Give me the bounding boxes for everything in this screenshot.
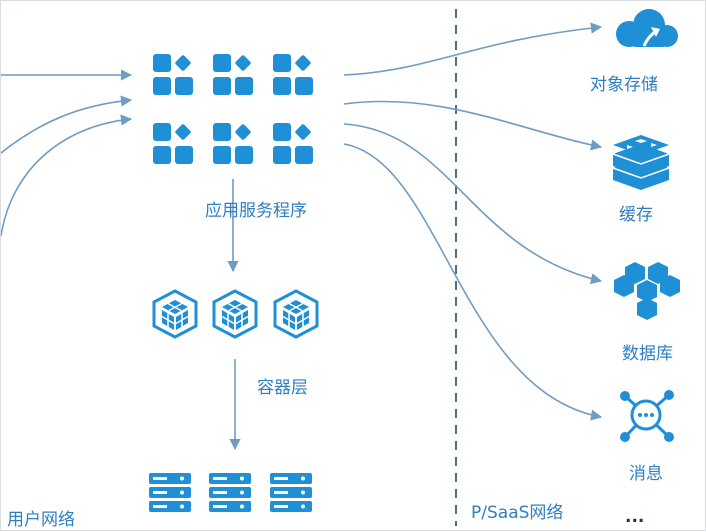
paas-network-label: P/SaaS网络 [471,503,564,523]
container-layer-label: 容器层 [257,378,308,398]
message-label: 消息 [629,464,663,484]
user-arrows [1,69,133,237]
server-icon [149,473,312,512]
database-label: 数据库 [622,344,673,364]
app-grid-icon [153,54,313,164]
redis-stack-icon [612,135,670,190]
service-arrows [343,22,603,421]
container-cube-icon [152,289,319,339]
more-ellipsis: ... [625,507,645,527]
cache-label: 缓存 [619,205,653,225]
app-service-label: 应用服务程序 [205,201,307,221]
cloud-upload-icon [616,9,678,47]
object-storage-label: 对象存储 [590,75,658,95]
user-network-label: 用户网络 [7,510,75,530]
message-node-icon [620,390,674,442]
hexagon-cluster-icon [614,262,680,320]
